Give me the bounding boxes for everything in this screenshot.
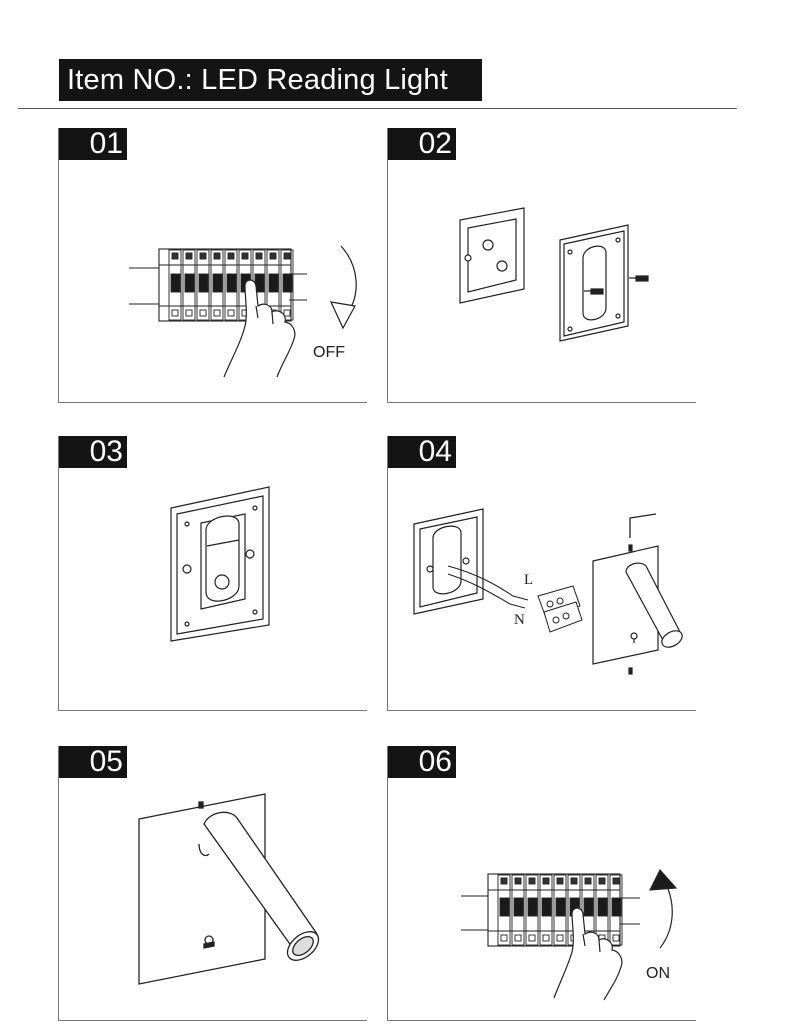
hex-key-icon [629,513,657,538]
breaker-panel-icon: OFF [129,245,357,378]
step-number: 06 [388,746,456,778]
step-panel-03: 03 [58,436,367,711]
wire-connector-icon: L N [413,508,683,675]
step-panel-02: 02 [387,128,696,403]
rotate-arrow-icon [329,245,357,330]
reading-light-icon [138,793,320,985]
mounting-plate-icon [170,486,270,642]
wire-label-n: N [514,612,525,628]
step-number: 02 [388,128,456,160]
step-number: 04 [388,436,456,468]
step-panel-06: 06 ON [387,746,696,1021]
hand-icon [223,279,296,378]
title-divider [18,108,737,109]
step-panel-01: 01 OFF [58,128,367,403]
breaker-panel-icon: ON [461,868,678,1001]
mounting-plate-icon [559,224,629,342]
junction-box-icon [459,207,649,342]
step-number: 01 [59,128,127,160]
hand-icon [553,907,623,1001]
rotate-arrow-icon [648,868,678,949]
screw-icon [584,275,649,295]
step-number: 05 [59,746,127,778]
page-title: Item NO.: LED Reading Light [59,59,482,101]
reading-light-icon [592,544,683,675]
on-annotation: ON [646,965,670,982]
wire-label-l: L [524,572,533,588]
step-panel-05: 05 [58,746,367,1021]
off-annotation: OFF [313,344,345,361]
step-number: 03 [59,436,127,468]
step-panel-04: 04 L N [387,436,696,711]
